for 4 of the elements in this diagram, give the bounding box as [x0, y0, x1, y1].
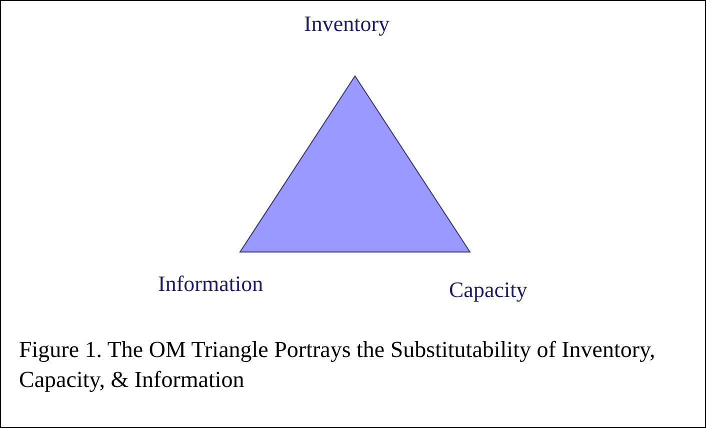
vertex-label: Inventory [304, 11, 390, 37]
figure-caption: Figure 1. The OM Triangle Portrays the Substitutability of Inventory, Capacity, & Information [19, 336, 656, 394]
vertex-label: Capacity [449, 277, 528, 303]
vertex-label: Information [158, 271, 264, 297]
